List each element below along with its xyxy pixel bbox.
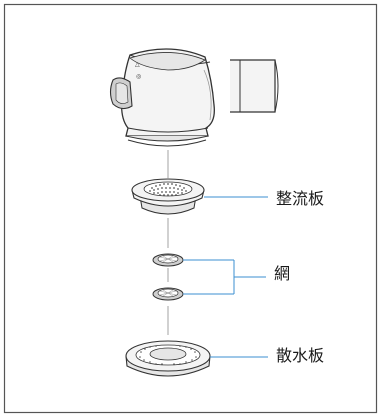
mesh-part-lower bbox=[152, 287, 184, 301]
rectifier-plate-part bbox=[131, 178, 205, 215]
label-rectifier-plate: 整流板 bbox=[276, 189, 325, 208]
leader-line-mesh bbox=[183, 259, 266, 295]
spray-plate-part bbox=[125, 340, 211, 377]
pipe bbox=[230, 59, 279, 113]
faucet-head bbox=[120, 48, 215, 147]
label-spray-plate: 散水板 bbox=[276, 346, 325, 365]
diagram-border bbox=[3, 3, 378, 414]
knob-mark-triangle: △ bbox=[135, 61, 140, 68]
faucet-knob bbox=[109, 77, 133, 110]
knob-mark-circle: ◎ bbox=[136, 73, 141, 80]
label-mesh: 網 bbox=[274, 264, 291, 283]
mesh-part-upper bbox=[152, 253, 184, 267]
